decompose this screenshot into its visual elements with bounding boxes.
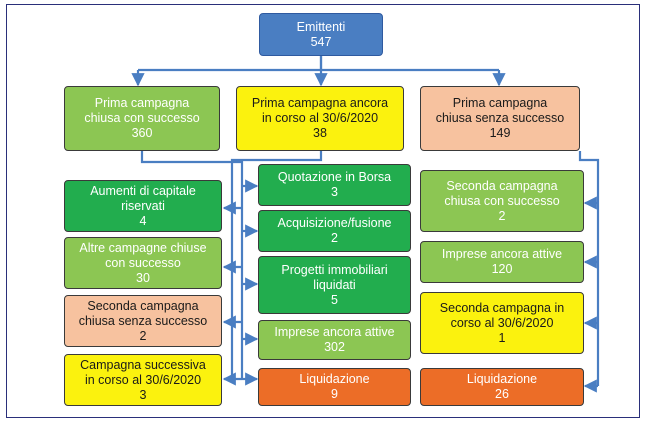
node-label-line1: Liquidazione [299, 372, 370, 386]
node-label-line1: Altre campagne chiuse [79, 240, 207, 255]
node-emittenti: Emittenti 547 [259, 13, 383, 56]
node-label-line2: in corso al 30/6/2020 [261, 111, 379, 125]
node-label-line2: in corso al 30/6/2020 [84, 372, 202, 387]
node-label-line2: liquidati [313, 277, 356, 292]
node-imprese-ancora-attive-center: Imprese ancora attive 302 [258, 320, 411, 360]
node-label-line1: Imprese ancora attive [441, 247, 563, 261]
node-emittenti-label: Emittenti [296, 19, 346, 34]
node-label-line1: Liquidazione [466, 372, 538, 386]
node-label-line1: Seconda campagna [446, 178, 558, 193]
node-label-line1: Imprese ancora attive [274, 325, 395, 339]
node-value: 1 [498, 330, 506, 345]
node-label-line2: chiusa senza successo [435, 111, 565, 125]
node-liquidazione-center: Liquidazione 9 [258, 368, 411, 406]
node-label-line2: chiusa con successo [84, 111, 200, 125]
node-value: 30 [136, 270, 150, 285]
node-label-line1: Quotazione in Borsa [277, 170, 392, 184]
node-value: 120 [491, 262, 513, 276]
node-label-line1: Prima campagna [94, 96, 190, 110]
node-label-line1: Prima campagna ancora [251, 96, 389, 110]
diagram-frame [6, 4, 640, 418]
node-prima-campagna-in-corso: Prima campagna ancora in corso al 30/6/2… [236, 86, 404, 151]
node-campagna-successiva: Campagna successiva in corso al 30/6/202… [64, 354, 222, 406]
node-value: 360 [131, 126, 153, 140]
node-value: 9 [331, 387, 338, 401]
node-label-line2: riservati [121, 198, 165, 213]
node-value: 3 [331, 185, 338, 199]
node-label-line1: Campagna successiva [80, 357, 206, 372]
node-label-line1: Seconda campagna [87, 298, 199, 313]
node-label-line1: Acquisizione/fusione [277, 216, 392, 230]
node-seconda-campagna-successo: Seconda campagna chiusa con successo 2 [420, 170, 584, 232]
node-altre-campagne: Altre campagne chiuse con successo 30 [64, 237, 222, 289]
node-label-line2: corso al 30/6/2020 [450, 315, 554, 330]
node-prima-campagna-successo: Prima campagna chiusa con successo 360 [64, 86, 220, 151]
node-label-line1: Aumenti di capitale [90, 183, 196, 198]
node-value: 2 [498, 208, 506, 223]
node-prima-campagna-senza-successo: Prima campagna chiusa senza successo 149 [420, 86, 580, 151]
node-label-line1: Seconda campagna in [439, 300, 565, 315]
node-label-line2: chiusa con successo [444, 193, 560, 208]
node-value: 2 [331, 231, 338, 245]
node-acquisizione-fusione: Acquisizione/fusione 2 [258, 210, 411, 252]
node-value: 26 [495, 387, 509, 401]
node-label-line1: Prima campagna [452, 96, 548, 110]
node-value: 38 [313, 126, 327, 140]
node-label-line2: con successo [105, 255, 181, 270]
node-value: 302 [324, 340, 345, 354]
node-value: 2 [139, 328, 147, 343]
node-label-line1: Progetti immobiliari [281, 262, 388, 277]
node-imprese-ancora-attive-right: Imprese ancora attive 120 [420, 241, 584, 283]
node-aumenti-capitale: Aumenti di capitale riservati 4 [64, 180, 222, 232]
node-value: 3 [139, 387, 147, 402]
node-seconda-campagna-in-corso: Seconda campagna in corso al 30/6/2020 1 [420, 292, 584, 354]
node-value: 4 [139, 213, 147, 228]
node-progetti-immobiliari: Progetti immobiliari liquidati 5 [258, 256, 411, 314]
node-seconda-campagna-senza-successo: Seconda campagna chiusa senza successo 2 [64, 295, 222, 347]
node-emittenti-value: 547 [310, 34, 332, 49]
node-value: 5 [331, 292, 338, 307]
node-quotazione-borsa: Quotazione in Borsa 3 [258, 164, 411, 206]
node-value: 149 [489, 126, 511, 140]
node-label-line2: chiusa senza successo [78, 313, 208, 328]
node-liquidazione-right: Liquidazione 26 [420, 368, 584, 406]
